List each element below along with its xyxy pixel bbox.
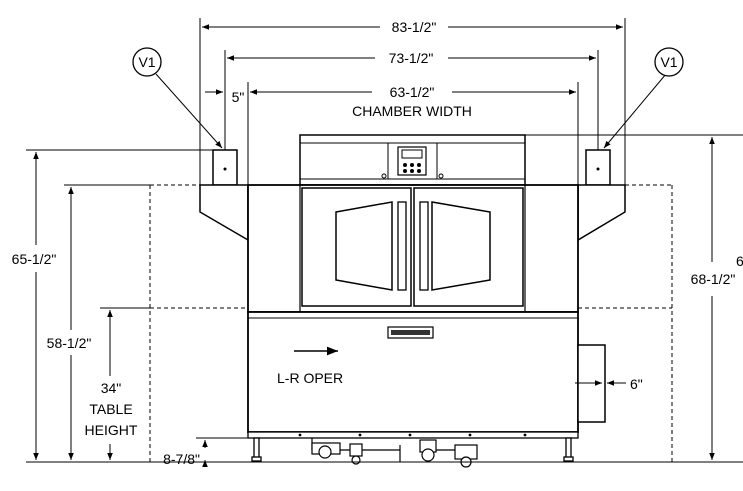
v1-left-label: V1 — [138, 54, 155, 70]
v1-right-callout — [654, 47, 684, 77]
bottom-rail — [247, 431, 579, 439]
gas-regulators — [311, 438, 478, 468]
handle-left — [397, 201, 407, 291]
hood-right — [577, 184, 626, 242]
dimension-lines — [26, 18, 743, 467]
table-height-value: 34" — [101, 380, 122, 396]
chamber-width-value: 63-1/2" — [390, 84, 435, 100]
right-height-label: 68-1/2" — [691, 271, 736, 287]
top-height-label: 58-1/2" — [47, 335, 92, 351]
window-left — [335, 201, 393, 291]
offset-5-label: 5" — [232, 89, 245, 105]
v1-left-callout — [132, 47, 162, 77]
oven-body — [247, 184, 579, 313]
table-height-line2: HEIGHT — [85, 422, 138, 438]
window-right — [431, 201, 491, 291]
v1-right-label: V1 — [660, 54, 677, 70]
hood-left — [199, 184, 249, 242]
handle-right — [419, 201, 429, 291]
side-offset-label: 6" — [630, 376, 643, 392]
legs — [251, 437, 574, 462]
vent-spacing-label: 73-1/2" — [389, 50, 434, 66]
direction-label: L-R OPER — [277, 370, 343, 386]
overall-width-label: 83-1/2" — [392, 19, 437, 35]
right-edge-partial-label: 6 — [736, 253, 743, 269]
leg-height-label: 8-7/8" — [163, 451, 200, 467]
dashed-table-outline — [149, 184, 673, 462]
overall-height-label: 65-1/2" — [12, 251, 57, 267]
chamber-width-label: CHAMBER WIDTH — [352, 103, 472, 119]
table-height-line1: TABLE — [89, 401, 132, 417]
